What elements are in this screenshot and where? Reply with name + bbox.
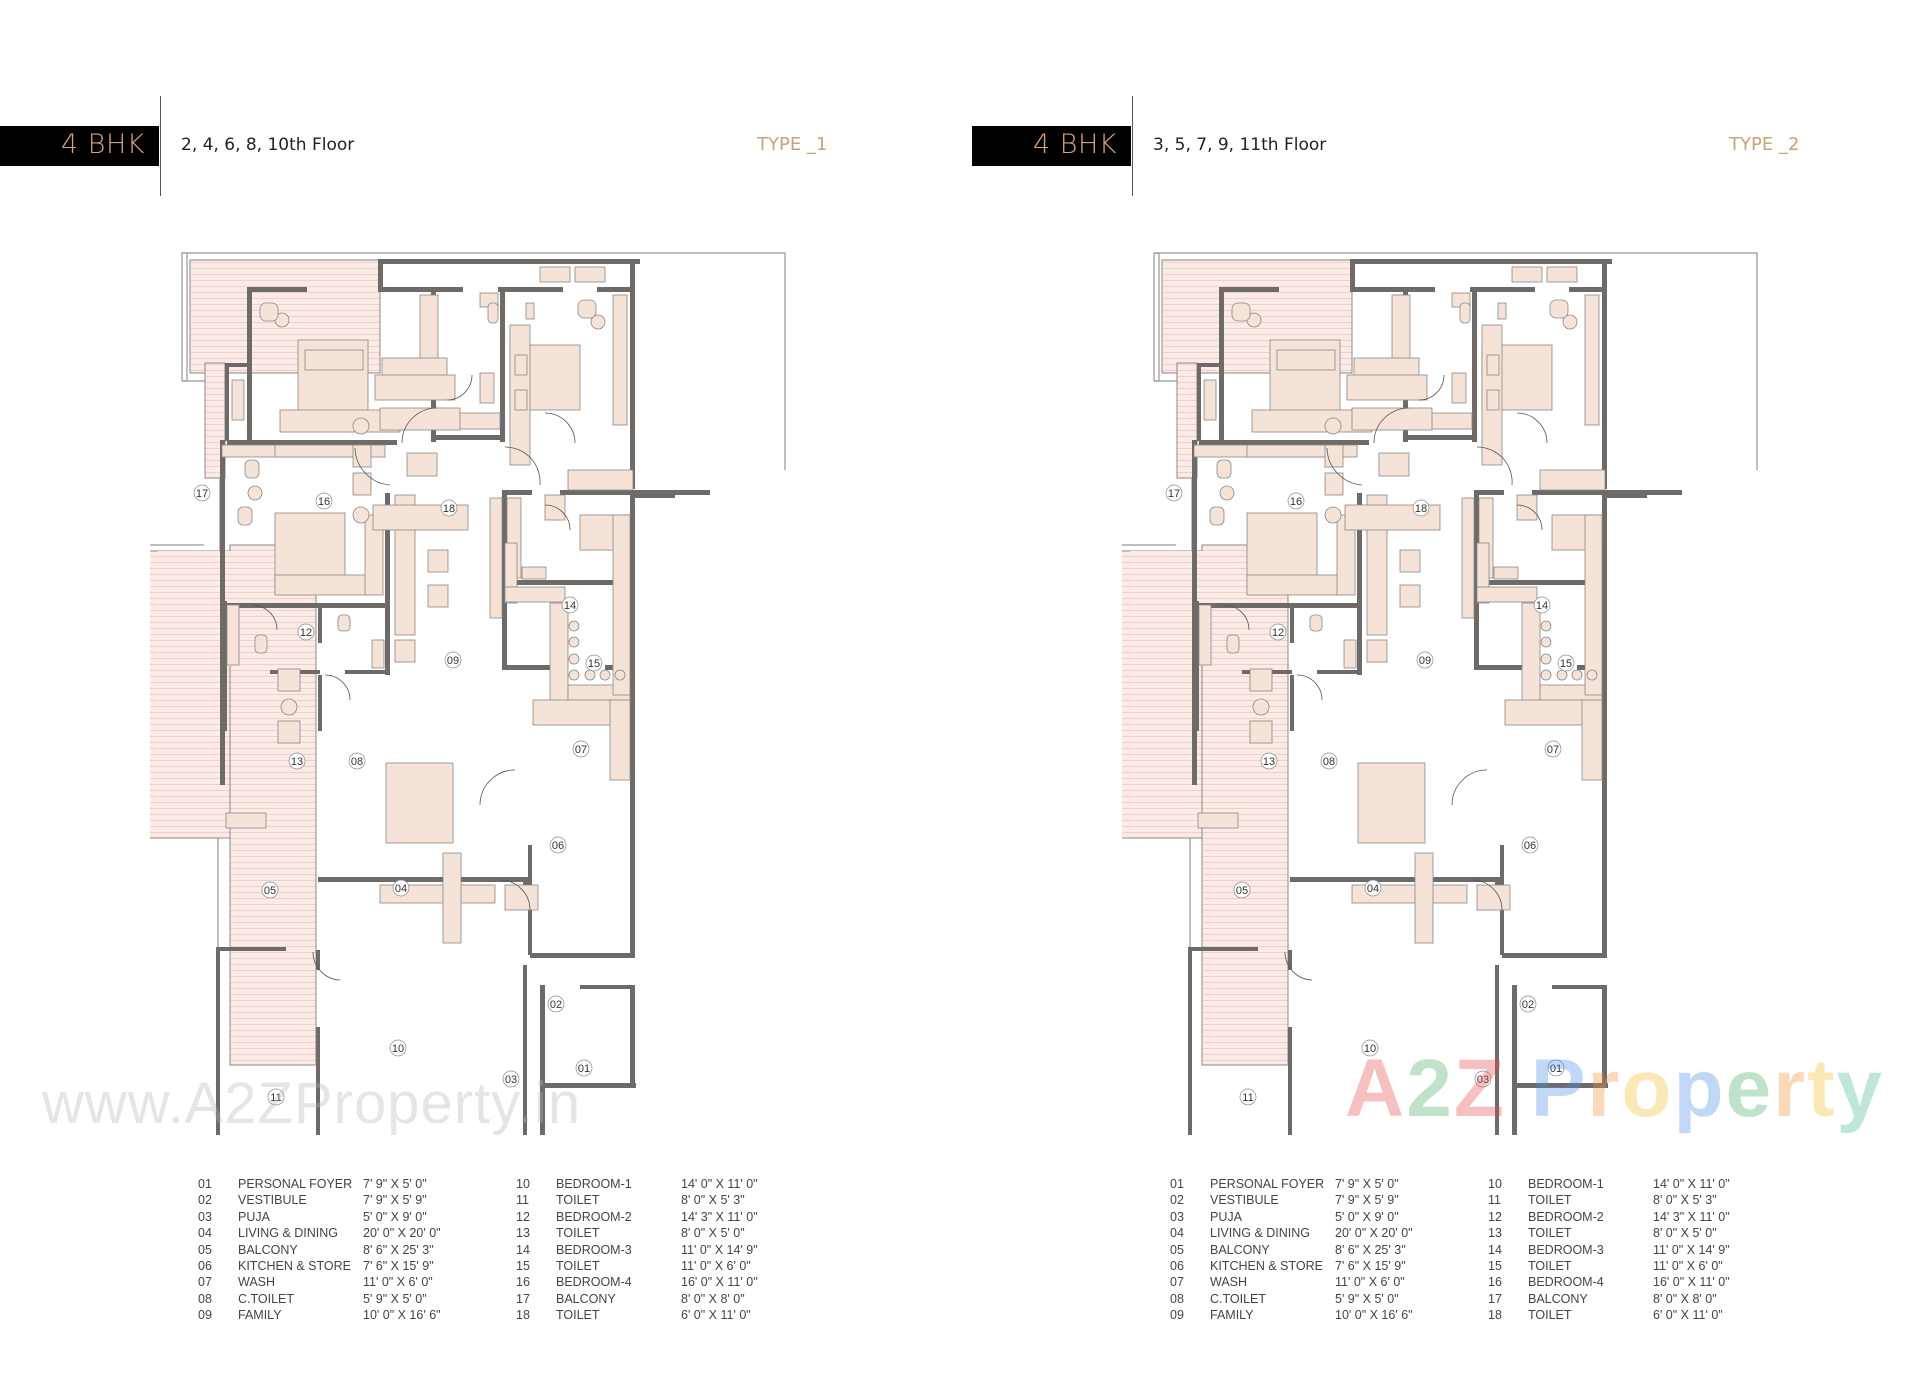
watermark-text: www.A2ZProperty.in [42, 1071, 582, 1136]
unit-type-badge: 4 BHK [0, 126, 159, 166]
room-number-label: 17 [1168, 488, 1180, 500]
type-label: TYPE _2 [1729, 134, 1800, 155]
floors-label: 2, 4, 6, 8, 10th Floor [181, 135, 355, 155]
watermark-letter [1506, 1043, 1531, 1134]
unit-type-label: 4 BHK [61, 129, 145, 160]
room-number-label: 08 [1323, 756, 1335, 768]
room-number-label: 09 [447, 655, 459, 667]
room-number-label: 11 [1242, 1092, 1253, 1104]
unit-type-badge: 4 BHK [972, 126, 1131, 166]
watermark-letter: y [1836, 1043, 1884, 1134]
room-number-label: 10 [1364, 1043, 1376, 1055]
watermark-letter: t [1807, 1043, 1837, 1134]
room-number-label: 04 [395, 883, 407, 895]
room-number-label: 01 [1550, 1063, 1562, 1075]
watermark-letter: A [1345, 1043, 1407, 1134]
room-number-label: 14 [564, 600, 576, 612]
room-number-label: 16 [1290, 496, 1302, 508]
room-number-label: 12 [300, 627, 312, 639]
room-number-label: 11 [270, 1092, 281, 1104]
unit-type-label: 4 BHK [1033, 129, 1117, 160]
room-number-label: 14 [1536, 600, 1548, 612]
watermark-letter: 2 [1406, 1043, 1454, 1134]
floor-plan-panel-type-1: 4 BHK 2, 4, 6, 8, 10th Floor TYPE _1 [0, 96, 828, 1322]
room-number-label: 07 [1547, 744, 1559, 756]
floors-label: 3, 5, 7, 9, 11th Floor [1153, 135, 1327, 155]
room-number-label: 13 [291, 756, 303, 768]
room-number-label: 18 [443, 503, 455, 515]
room-number-label: 03 [505, 1074, 517, 1086]
room-number-label: 07 [575, 744, 587, 756]
room-number-label: 09 [1419, 655, 1431, 667]
watermark-letter: o [1621, 1043, 1674, 1134]
floor-plan-drawing: 01 02 03 04 05 06 07 08 09 10 11 12 13 14 15 16 17 18 [1122, 252, 1758, 1135]
room-number-label: 18 [1415, 503, 1427, 515]
watermark-letter: r [1587, 1043, 1622, 1134]
room-number-label: 06 [552, 840, 564, 852]
watermark-letter: p [1673, 1043, 1726, 1134]
header-divider [1132, 96, 1133, 196]
room-number-label: 16 [318, 496, 330, 508]
room-number-label: 06 [1524, 840, 1536, 852]
room-number-label: 12 [1272, 627, 1284, 639]
watermark-letter: e [1725, 1043, 1774, 1134]
room-number-label: 05 [1236, 885, 1248, 897]
room-number-labels: 01 02 03 04 05 06 07 08 09 10 11 12 13 14 15 16 17 18 [193, 484, 603, 1106]
room-number-label: 15 [588, 658, 600, 670]
room-number-label: 13 [1263, 756, 1275, 768]
room-number-label: 03 [1477, 1074, 1489, 1086]
watermark-letter: P [1530, 1043, 1588, 1134]
room-number-label: 04 [1367, 883, 1379, 895]
room-number-label: 17 [196, 488, 208, 500]
room-number-label: 15 [1560, 658, 1572, 670]
room-number-labels: 01 02 03 04 05 06 07 08 09 10 11 12 13 14 15 16 17 18 [1165, 484, 1575, 1106]
watermark-letter: r [1773, 1043, 1808, 1134]
room-number-label: 02 [550, 999, 562, 1011]
header-divider [160, 96, 161, 196]
floor-plan-panel-type-2: 4 BHK 3, 5, 7, 9, 11th Floor TYPE _2 [972, 0, 1920, 1376]
type-label: TYPE _1 [757, 134, 828, 155]
watermark-letter: Z [1453, 1043, 1506, 1134]
room-number-label: 01 [578, 1063, 590, 1075]
watermark-logo: A2Z Property [1345, 1042, 1884, 1136]
room-number-label: 02 [1522, 999, 1534, 1011]
room-number-label: 08 [351, 756, 363, 768]
room-number-label: 05 [264, 885, 276, 897]
room-number-label: 10 [392, 1043, 404, 1055]
floor-plan-drawing: 01 02 03 04 05 06 07 08 09 10 11 12 13 14 15 16 17 18 [150, 252, 786, 1135]
